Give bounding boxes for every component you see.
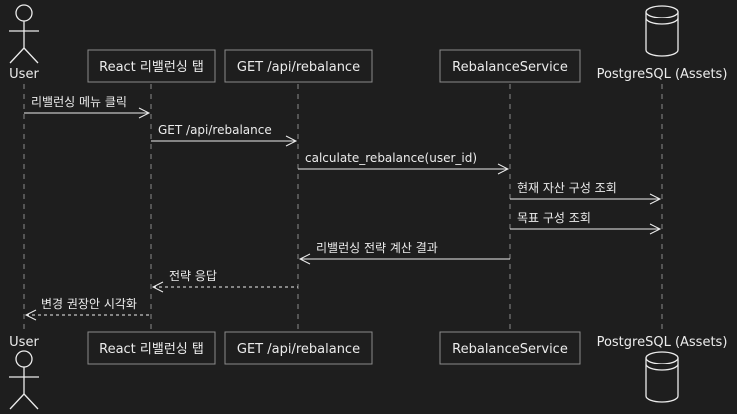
lifelines	[23, 84, 663, 332]
participant-db-top: PostgreSQL (Assets)	[597, 5, 728, 82]
participant-label: User	[9, 67, 39, 82]
messages: 리밸런싱 메뉴 클릭 GET /api/rebalance calculate_…	[24, 95, 662, 321]
message-label: calculate_rebalance(user_id)	[305, 151, 477, 165]
message-label: 목표 구성 조회	[517, 211, 591, 225]
participant-label: React 리밸런싱 탭	[99, 60, 204, 75]
actor-user-bottom: User	[9, 335, 39, 410]
message-4: 현재 자산 구성 조회	[510, 181, 662, 205]
message-label: 현재 자산 구성 조회	[517, 181, 617, 195]
participant-label: User	[9, 335, 39, 350]
message-1: 리밸런싱 메뉴 클릭	[24, 95, 151, 119]
participant-api-top: GET /api/rebalance	[224, 49, 373, 83]
participant-label: React 리밸런싱 탭	[99, 342, 204, 357]
participant-db-bottom: PostgreSQL (Assets)	[597, 335, 728, 403]
participant-label: RebalanceService	[452, 60, 568, 75]
participant-label: GET /api/rebalance	[237, 342, 360, 357]
message-label: 변경 권장안 시각화	[41, 297, 137, 311]
participants-bottom: User React 리밸런싱 탭 GET /api/rebalance Reb…	[9, 331, 728, 410]
message-2: GET /api/rebalance	[151, 123, 298, 147]
participant-react-top: React 리밸런싱 탭	[87, 49, 216, 83]
participant-label: RebalanceService	[452, 342, 568, 357]
message-8: 변경 권장안 시각화	[24, 297, 151, 321]
participant-label: PostgreSQL (Assets)	[597, 335, 728, 350]
participant-service-bottom: RebalanceService	[439, 331, 581, 365]
participants-top: User React 리밸런싱 탭 GET /api/rebalance Reb…	[9, 4, 728, 83]
message-label: 리밸런싱 전략 계산 결과	[316, 241, 438, 255]
message-5: 목표 구성 조회	[510, 211, 662, 235]
participant-label: PostgreSQL (Assets)	[597, 67, 728, 82]
database-icon	[645, 351, 679, 403]
participant-react-bottom: React 리밸런싱 탭	[87, 331, 216, 365]
participant-service-top: RebalanceService	[439, 49, 581, 83]
actor-icon	[9, 4, 39, 64]
message-label: 리밸런싱 메뉴 클릭	[31, 95, 127, 109]
message-3: calculate_rebalance(user_id)	[298, 151, 510, 175]
message-label: 전략 응답	[169, 269, 217, 283]
actor-icon	[9, 350, 39, 410]
database-icon	[645, 5, 679, 57]
participant-label: GET /api/rebalance	[237, 60, 360, 75]
actor-user-top: User	[9, 4, 39, 82]
message-label: GET /api/rebalance	[158, 123, 272, 137]
participant-api-bottom: GET /api/rebalance	[224, 331, 373, 365]
message-6: 리밸런싱 전략 계산 결과	[298, 241, 510, 265]
message-7: 전략 응답	[151, 269, 298, 293]
